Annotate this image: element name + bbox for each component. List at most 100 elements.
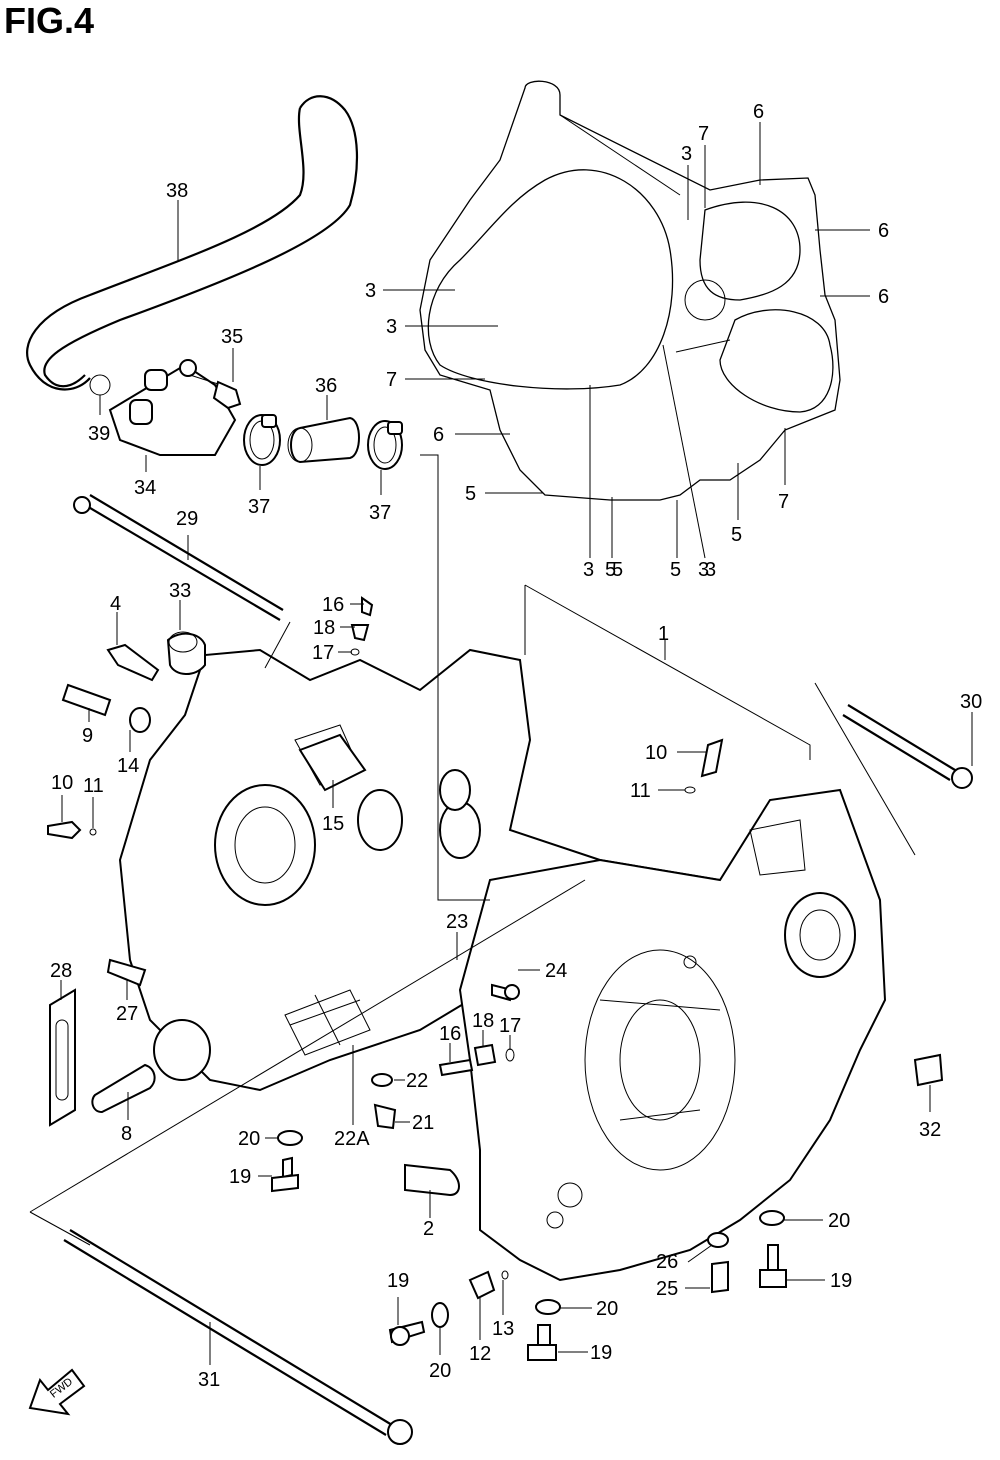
bracket-28	[49, 988, 76, 1127]
bolt-35	[189, 374, 242, 410]
callout-label: 8	[121, 1123, 132, 1145]
fitting-27	[106, 958, 147, 987]
callout-label: 18	[313, 617, 335, 639]
callout-label: 1	[658, 623, 669, 645]
callout-label: 10	[51, 772, 73, 794]
figure-title: FIG.4	[4, 0, 95, 41]
callout-label: 37	[369, 502, 391, 524]
plug-25	[711, 1260, 729, 1294]
callout-label: 17	[499, 1015, 521, 1037]
callout-label: 3	[681, 143, 692, 165]
callout-label: 3	[386, 316, 397, 338]
callout-label: 2	[423, 1218, 434, 1240]
callout-label: 21	[412, 1112, 434, 1134]
callout-label: 33	[169, 580, 191, 602]
bolt-31	[63, 1229, 413, 1445]
callout-label: 23	[446, 911, 468, 933]
callout-label: 7	[386, 369, 397, 391]
callout-label: 7	[698, 123, 709, 145]
bolt-19-right	[759, 1244, 787, 1288]
callout-label: 11	[83, 775, 104, 797]
callout-label: 18	[472, 1010, 494, 1032]
callout-label: 32	[919, 1119, 941, 1141]
fitting-12	[468, 1270, 509, 1300]
crankcase-gasket	[419, 80, 841, 501]
callout-label: 13	[492, 1318, 514, 1340]
callout-label: 35	[221, 326, 243, 348]
callout-label: 19	[387, 1270, 409, 1292]
callout-label: 20	[429, 1360, 451, 1382]
callout-label: 6	[878, 286, 889, 308]
callout-label: 5	[731, 524, 742, 546]
crankcase-right-half	[458, 788, 887, 1282]
bolt-19-mid	[527, 1324, 557, 1361]
bolt-24	[491, 983, 520, 1002]
callout-label: 29	[176, 508, 198, 530]
screw-16-mid	[438, 1043, 515, 1077]
pin-2	[404, 1163, 460, 1197]
callout-label: 3	[365, 280, 376, 302]
washer-22	[371, 1073, 393, 1087]
callout-label: 14	[117, 755, 139, 777]
callout-label: 20	[828, 1210, 850, 1232]
callout-label: 3	[583, 559, 594, 581]
breather-cover-34	[89, 359, 237, 456]
bolt-32	[913, 1053, 944, 1087]
fitting-16-top	[350, 596, 374, 656]
bolt-30	[842, 704, 973, 789]
washer-20-mid	[535, 1299, 561, 1315]
dowel-8	[91, 1063, 156, 1114]
callout-label: 20	[238, 1128, 260, 1150]
callout-label: 10	[645, 742, 667, 764]
callout-label: 7	[778, 491, 789, 513]
callout-label: 3	[705, 559, 716, 581]
callout-label: 17	[312, 642, 334, 664]
callout-labels: 1 2 3 3 3 3 3 3 4 5 5 5 5 5 6 6 6	[50, 101, 982, 1391]
callout-label: 6	[878, 220, 889, 242]
fwd-arrow-icon: FWD	[28, 1368, 86, 1416]
callout-label: 3	[698, 559, 709, 581]
washer-14	[129, 707, 151, 733]
callout-label: 6	[753, 101, 764, 123]
bolt-4	[106, 643, 160, 682]
callout-label: 25	[656, 1278, 678, 1300]
callout-label: 30	[960, 691, 982, 713]
washer-26	[707, 1232, 729, 1248]
callout-label: 26	[656, 1251, 678, 1273]
hose-36	[287, 416, 360, 464]
callout-label: 24	[545, 960, 567, 982]
bolt-19-left	[271, 1156, 299, 1193]
plug-21	[373, 1103, 397, 1130]
callout-label: 37	[248, 496, 270, 518]
callout-label: 11	[630, 780, 651, 802]
callout-label: 5	[605, 559, 616, 581]
callout-label: 16	[322, 594, 344, 616]
collar-33	[166, 631, 206, 675]
washer-20-bottom	[431, 1302, 449, 1328]
callout-label: 5	[612, 559, 623, 581]
bolt-19-bottom-left	[388, 1320, 426, 1346]
neutral-switch-15	[298, 733, 367, 792]
callout-label: 22A	[334, 1128, 370, 1150]
callout-label: 9	[82, 725, 93, 747]
clamp-37-right	[367, 420, 403, 470]
callout-label: 19	[830, 1270, 852, 1292]
plug-10-right	[684, 738, 724, 794]
callout-label: 31	[198, 1369, 220, 1391]
callout-label: 15	[322, 813, 344, 835]
callout-label: 4	[110, 593, 121, 615]
clamp-37-left	[243, 414, 281, 466]
callout-label: 19	[590, 1342, 612, 1364]
callout-label: 5	[465, 483, 476, 505]
callout-label: 12	[469, 1343, 491, 1365]
callout-label: 6	[433, 424, 444, 446]
washer-20-left	[277, 1130, 303, 1146]
callout-label: 20	[596, 1298, 618, 1320]
callout-label: 22	[406, 1070, 428, 1092]
hose-38	[26, 95, 359, 391]
plug-10-left	[47, 820, 97, 840]
callout-label: 34	[134, 477, 156, 499]
bolt-29	[73, 494, 284, 621]
callout-label: 28	[50, 960, 72, 982]
